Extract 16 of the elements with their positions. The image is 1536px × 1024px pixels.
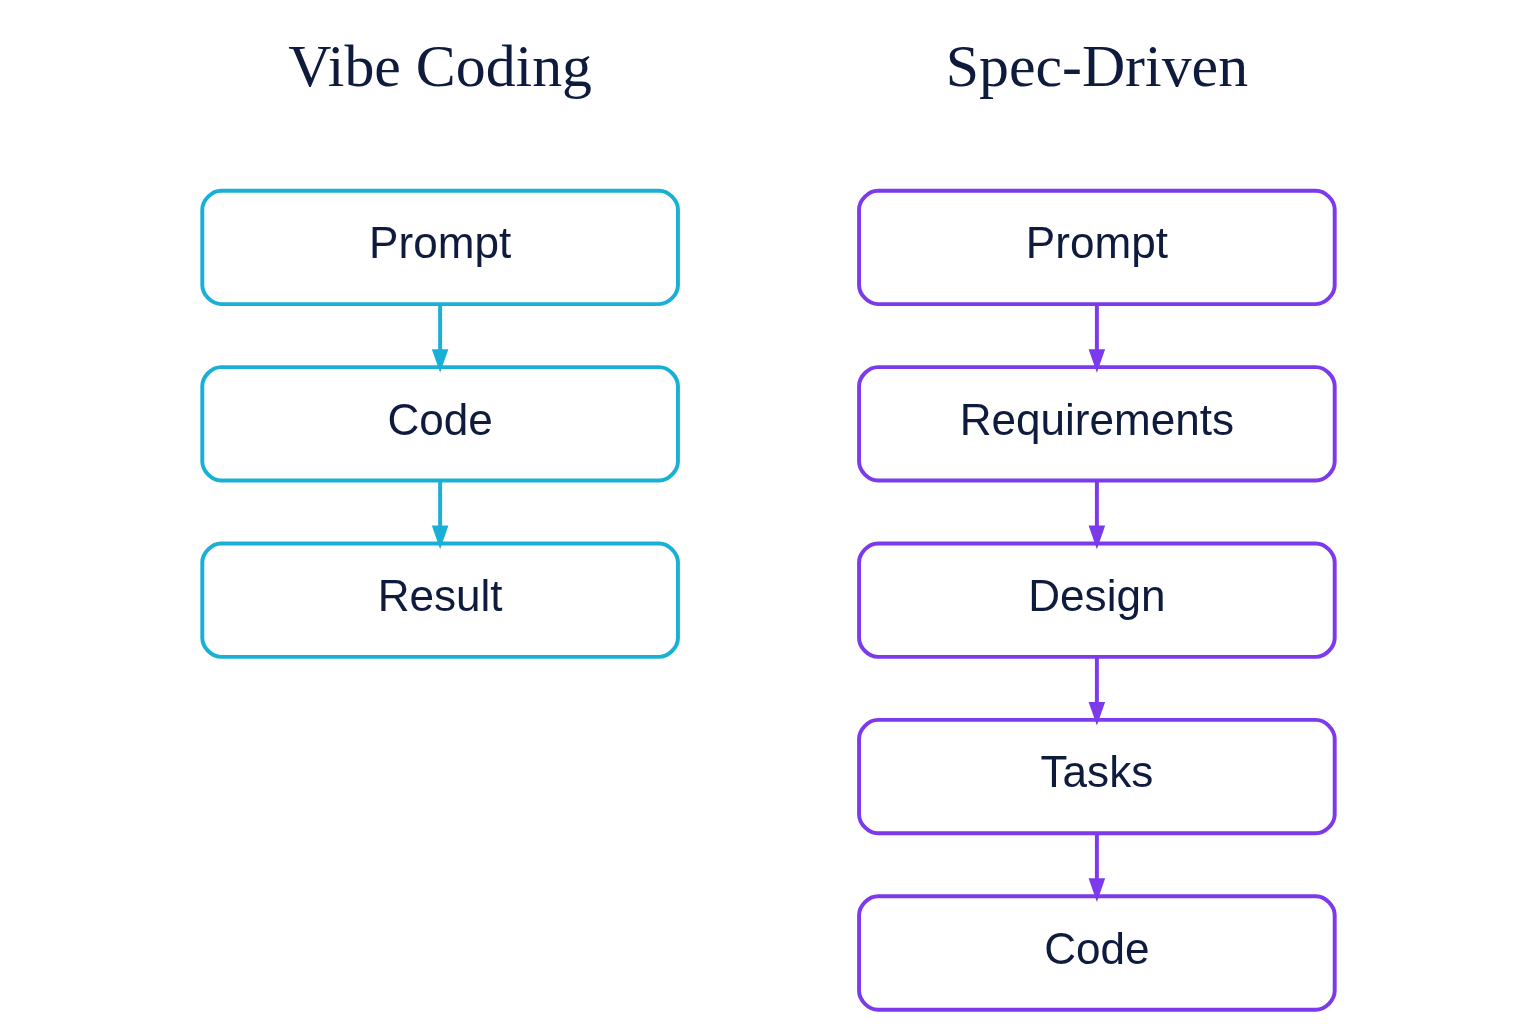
node-box: Result: [199, 541, 680, 659]
arrow: [1088, 657, 1105, 726]
arrow: [1088, 304, 1105, 373]
label: Vibe Coding: [287, 32, 592, 99]
node-box: Tasks: [856, 717, 1337, 836]
node-box: Prompt: [856, 188, 1337, 307]
node-box: Requirements: [856, 365, 1337, 483]
arrow: [431, 304, 448, 373]
label: Spec-Driven: [945, 32, 1248, 99]
node-box: Code: [856, 894, 1337, 1012]
node-box: Code: [199, 365, 680, 483]
arrow: [431, 480, 448, 550]
node-box: Prompt: [199, 188, 680, 307]
arrow: [1088, 833, 1105, 903]
arrow: [1088, 480, 1105, 550]
node-box: Design: [856, 541, 1337, 659]
